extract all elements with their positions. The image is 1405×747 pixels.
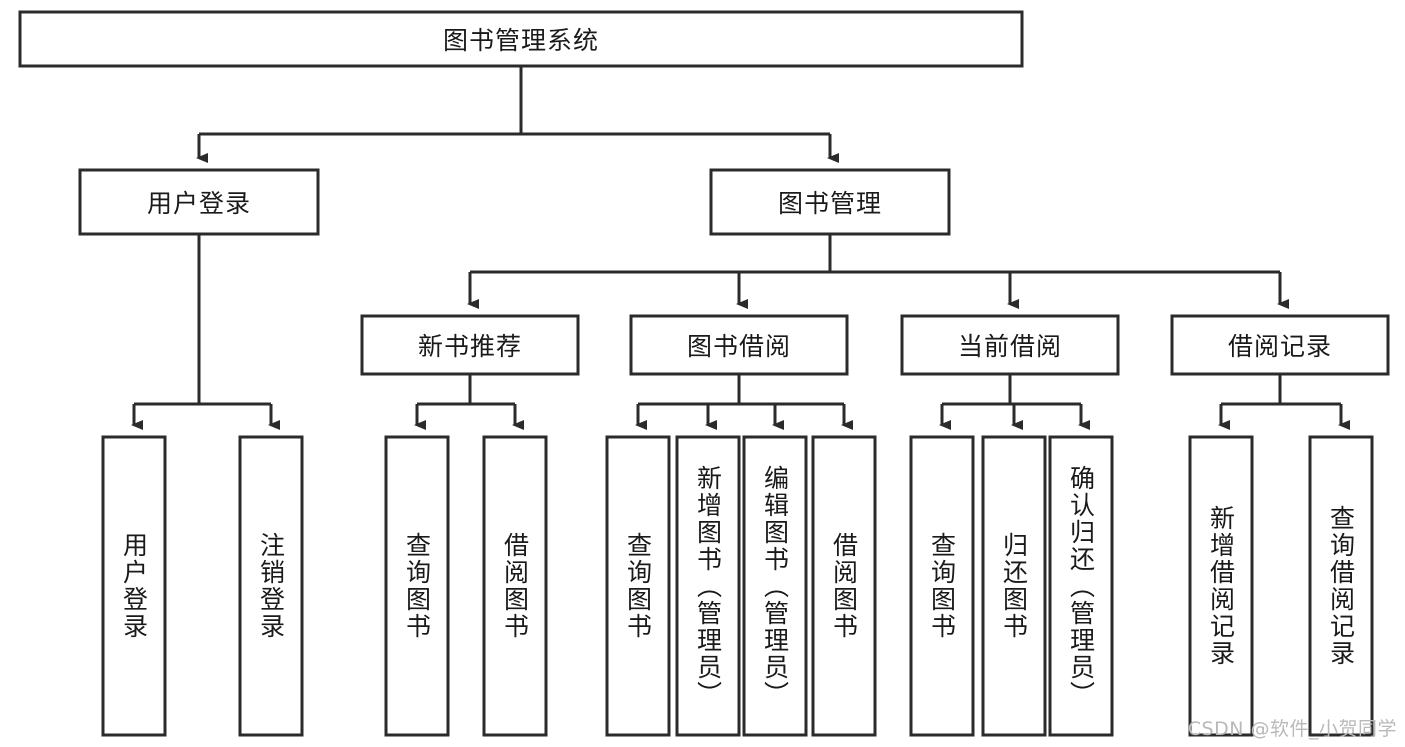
node-box-current[interactable] [900,314,1120,376]
node-box-leaf-borrow-book-2[interactable] [811,435,877,737]
node-box-leaf-edit-book[interactable] [742,435,808,737]
node-box-leaf-borrow-book-1[interactable] [482,435,548,737]
node-box-leaf-query-book-3[interactable] [909,435,975,737]
node-box-leaf-confirm-return[interactable] [1048,435,1114,737]
connector-group-borrow [635,374,853,430]
connector-group-records [1218,374,1350,430]
node-box-leaf-add-record[interactable] [1188,435,1254,737]
node-box-leaf-logout[interactable] [238,435,304,737]
node-box-leaf-add-book[interactable] [675,435,741,737]
node-box-borrow[interactable] [629,314,849,376]
node-box-root[interactable] [18,10,1024,68]
connector-group-root [196,66,839,163]
watermark-text: CSDN @软件_小贺同学 [1187,718,1397,740]
node-box-book-mgmt[interactable] [709,168,951,236]
connector-group-new-book [414,374,524,430]
connector-group-book-mgmt [467,234,1289,309]
node-box-records[interactable] [1170,314,1390,376]
node-box-leaf-user-login[interactable] [101,435,167,737]
node-box-user-login[interactable] [78,168,320,236]
node-box-leaf-query-book-2[interactable] [605,435,671,737]
connector-group-current [939,374,1090,430]
node-box-leaf-query-book-1[interactable] [384,435,450,737]
node-box-leaf-return-book[interactable] [981,435,1047,737]
node-box-leaf-query-record[interactable] [1308,435,1374,737]
node-box-new-book[interactable] [360,314,580,376]
connector-group-user-login [131,234,280,430]
